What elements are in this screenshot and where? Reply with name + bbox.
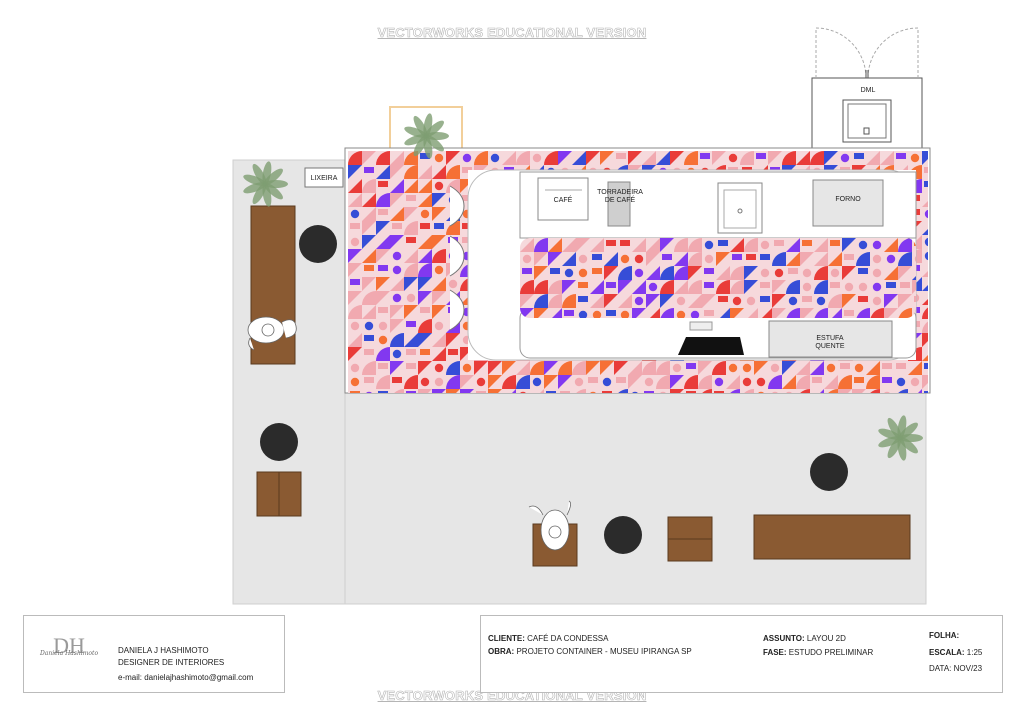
counter-tile-band	[520, 238, 916, 318]
forno-label: FORNO	[835, 196, 861, 203]
wood-table-long-right	[753, 514, 911, 560]
data-row: DATA: NOV/23	[929, 664, 982, 673]
cliente-row: CLIENTE: CAFÉ DA CONDESSA	[488, 634, 608, 643]
wood-table-square-mid	[667, 516, 713, 562]
bar-stools	[449, 185, 465, 331]
register-top	[689, 321, 713, 331]
assunto-label: ASSUNTO:	[763, 634, 805, 643]
designer-logo: DH Daniela Hashimoto	[34, 633, 104, 658]
fase-label: FASE:	[763, 648, 787, 657]
torradeira	[607, 181, 631, 227]
estufa-label: ESTUFA QUENTE	[805, 335, 855, 351]
cafe-label: CAFÉ	[553, 197, 573, 204]
obra-value: PROJETO CONTAINER - MUSEU IPIRANGA SP	[516, 647, 692, 656]
escala-label: ESCALA:	[929, 648, 965, 657]
estufa-label-line2: QUENTE	[815, 343, 845, 350]
cliente-label: CLIENTE:	[488, 634, 525, 643]
escala-row: ESCALA: 1:25	[929, 648, 982, 657]
round-table-1	[299, 225, 337, 263]
logo-initials: DH	[53, 633, 85, 658]
plant-right	[878, 415, 923, 461]
torradeira-label: TORRADEIRA DE CAFÉ	[594, 189, 646, 205]
designer-block: DH Daniela Hashimoto DANIELA J HASHIMOTO…	[23, 615, 285, 693]
escala-value: 1:25	[966, 648, 983, 657]
person-figure-left	[247, 316, 297, 351]
watermark-top: VECTORWORKS EDUCATIONAL VERSION	[377, 25, 647, 41]
estufa-quente	[768, 320, 893, 358]
plant-left	[243, 161, 288, 207]
project-block: CLIENTE: CAFÉ DA CONDESSA OBRA: PROJETO …	[480, 615, 1003, 693]
folha-label: FOLHA:	[929, 631, 960, 640]
round-table-4	[810, 453, 848, 491]
fase-value: ESTUDO PRELIMINAR	[788, 648, 874, 657]
assunto-value: LAYOU 2D	[806, 634, 846, 643]
forno	[812, 179, 884, 227]
fase-row: FASE: ESTUDO PRELIMINAR	[763, 648, 873, 657]
cafe-machine	[537, 177, 589, 221]
designer-email[interactable]: e-mail: danielajhashimoto@gmail.com	[118, 673, 254, 682]
cliente-value: CAFÉ DA CONDESSA	[527, 634, 609, 643]
torradeira-label-line2: DE CAFÉ	[604, 197, 636, 204]
wood-table-square-left	[256, 471, 302, 517]
sink	[717, 182, 763, 234]
designer-name: DANIELA J HASHIMOTO	[118, 646, 209, 655]
assunto-row: ASSUNTO: LAYOU 2D	[763, 634, 846, 643]
designer-role: DESIGNER DE INTERIORES	[118, 658, 225, 667]
lixeira-label: LIXEIRA	[310, 175, 338, 182]
obra-row: OBRA: PROJETO CONTAINER - MUSEU IPIRANGA…	[488, 647, 692, 656]
register	[678, 337, 744, 355]
torradeira-label-line1: TORRADEIRA	[597, 189, 643, 196]
dml-room	[811, 27, 923, 149]
estufa-label-line1: ESTUFA	[816, 335, 844, 342]
lixeira-box	[304, 167, 344, 188]
person-figure-right	[528, 500, 571, 551]
round-table-3	[604, 516, 642, 554]
logo-script: Daniela Hashimoto	[39, 650, 99, 657]
data-label: DATA:	[929, 664, 952, 673]
obra-label: OBRA:	[488, 647, 515, 656]
folha-row: FOLHA:	[929, 631, 959, 640]
floor-bottom	[344, 392, 927, 605]
round-table-2	[260, 423, 298, 461]
dml-label: DML	[860, 87, 876, 94]
data-value: NOV/23	[953, 664, 983, 673]
plant-top	[404, 113, 449, 159]
